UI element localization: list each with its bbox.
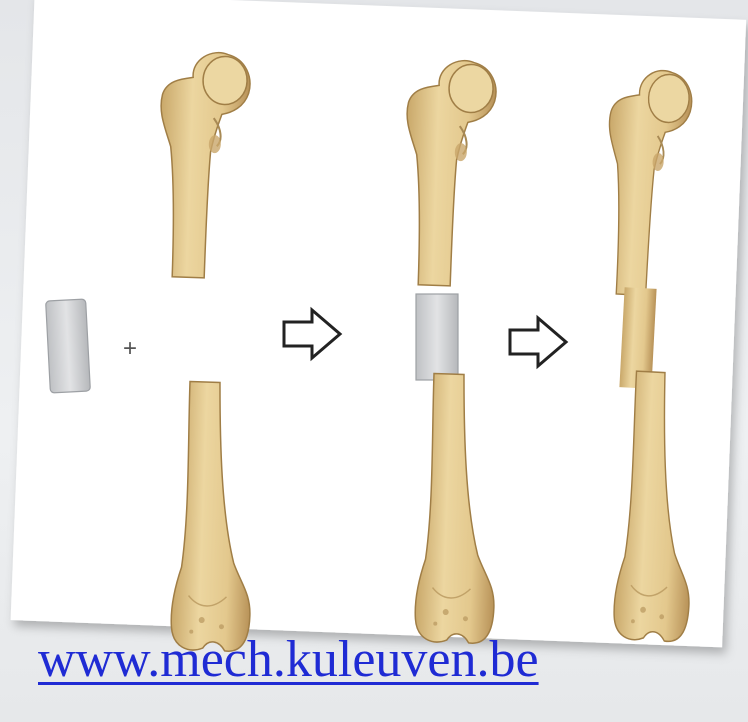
scaffold-cylinder (46, 299, 91, 393)
website-link[interactable]: www.mech.kuleuven.be (38, 630, 748, 690)
plus-sign: + (123, 335, 137, 362)
scaffold-inserted (416, 294, 458, 380)
